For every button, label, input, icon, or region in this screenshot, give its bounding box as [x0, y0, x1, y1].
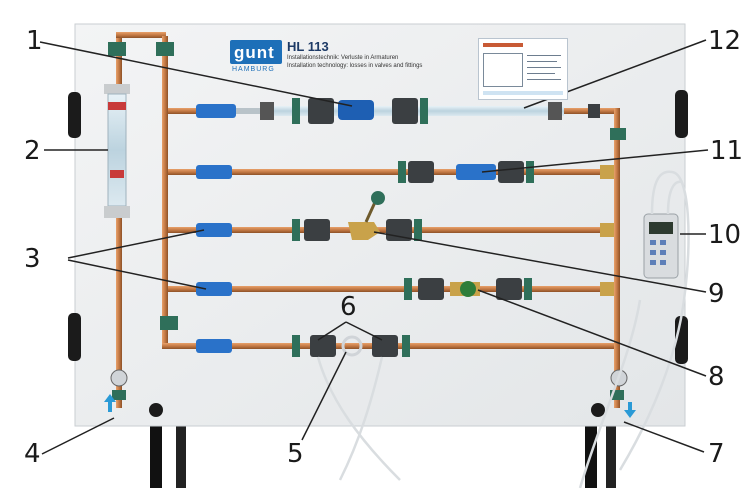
- callout-8: 8: [708, 362, 725, 392]
- panel-knob-left: [149, 403, 163, 417]
- callout-6: 6: [340, 292, 357, 322]
- callout-10: 10: [708, 220, 742, 250]
- callout-leaders: [39, 39, 709, 455]
- pipe-line-1: [168, 98, 614, 124]
- riser-fittings: [108, 42, 628, 400]
- callout-1: 1: [26, 26, 43, 56]
- description-german: Installationstechnik: Verluste in Armatu…: [287, 55, 399, 61]
- riser-pipes: [116, 32, 620, 408]
- gunt-logo: [230, 40, 282, 64]
- callout-3: 3: [24, 244, 41, 274]
- panel-board: [74, 23, 686, 427]
- stand-legs: [150, 425, 616, 488]
- flowmeter: [104, 84, 130, 218]
- pipe-line-2: [168, 161, 614, 183]
- model-title: HL 113: [287, 39, 329, 54]
- pressure-meter: [643, 213, 679, 279]
- callout-4: 4: [24, 439, 41, 469]
- pipe-line-4: [168, 278, 614, 300]
- brand-name: gunt: [234, 43, 275, 62]
- description-english: Installation technology: losses in valve…: [287, 63, 423, 69]
- flow-arrows: [104, 394, 636, 418]
- callout-11: 11: [710, 136, 744, 166]
- callout-9: 9: [708, 279, 725, 309]
- panel-knob-right: [591, 403, 605, 417]
- pipe-line-5: [160, 316, 614, 357]
- schematic-poster: [478, 38, 568, 100]
- callout-7: 7: [708, 439, 725, 469]
- measuring-hoses: [316, 170, 690, 488]
- callout-2: 2: [24, 136, 41, 166]
- callout-5: 5: [287, 439, 304, 469]
- panel-handles: [68, 90, 688, 364]
- callout-12: 12: [708, 26, 742, 56]
- brand-subtitle: HAMBURG: [232, 66, 275, 73]
